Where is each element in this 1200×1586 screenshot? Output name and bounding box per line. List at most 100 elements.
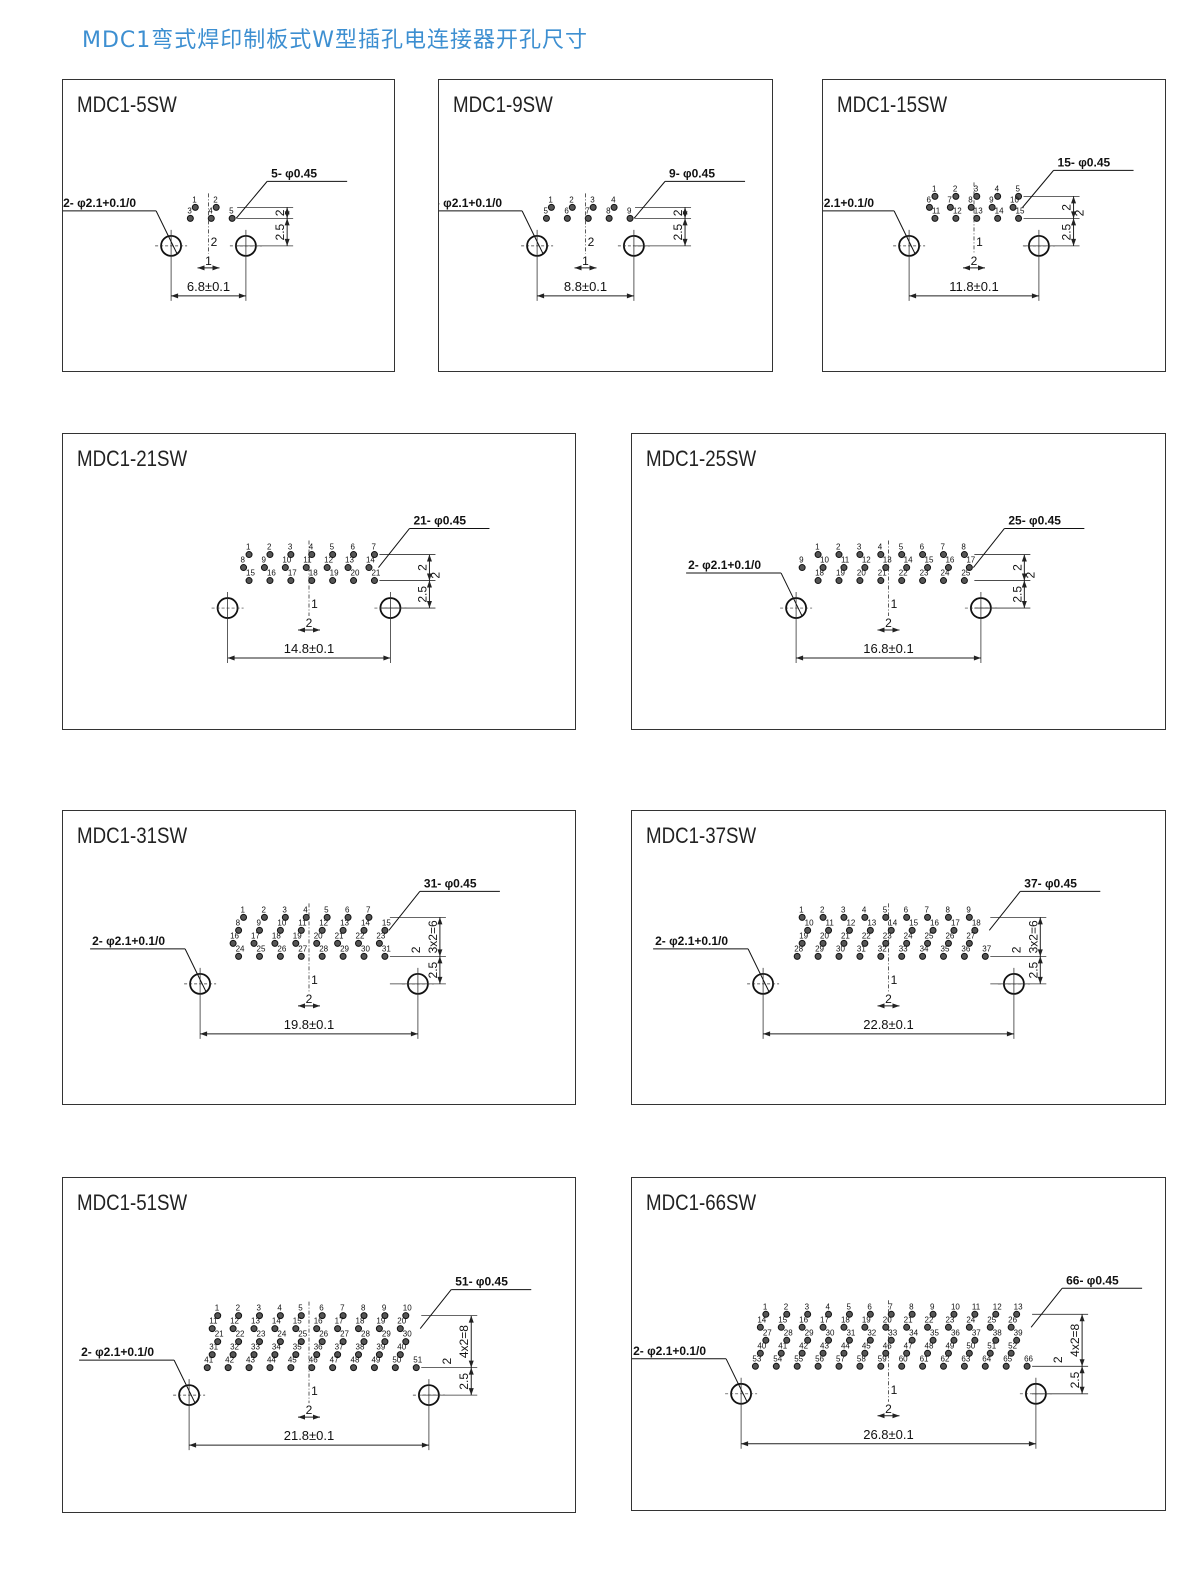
pin-hole [1007,1349,1015,1357]
arrowhead [763,1031,771,1037]
pin-number: 4 [309,543,314,552]
pin-hole [944,1323,952,1331]
pin-hole [344,564,352,572]
panel-title: MDC1-9SW [453,92,553,117]
pin-hole [952,192,960,200]
pin-hole [186,214,194,222]
pin-number: 5 [298,1304,303,1313]
pin-hole [334,1351,342,1359]
pin-hole [339,1312,347,1320]
pin-hole [396,1351,404,1359]
pin-number: 9 [382,1304,387,1313]
pin-hole [950,926,958,934]
arrowhead [1079,1386,1085,1394]
pin-hole [981,952,989,960]
pin-hole [861,1323,869,1331]
pin-number: 4 [995,184,1000,193]
pin-number: 24 [941,569,950,578]
pin-hole-callout: 51- φ0.45 [455,1275,508,1289]
arrowhead [200,1031,208,1037]
pin-hole [350,577,358,585]
width-dimension-label: 22.8±0.1 [863,1017,914,1032]
pin-hole [276,926,284,934]
pin-number: 2 [820,905,825,914]
pin-hole [266,577,274,585]
pin-hole [877,577,885,585]
pin-hole [965,939,973,947]
pin-number: 13 [974,206,983,215]
arrowhead [892,1003,900,1009]
pin-hole [944,1349,952,1357]
pin-hole [318,1338,326,1346]
pin-hole [365,564,373,572]
pin-number: 31 [846,1328,855,1337]
pin-hole [798,939,806,947]
pin-number: 33 [899,944,908,953]
arrowhead [1021,601,1027,609]
pin-number: 23 [257,1330,266,1339]
pin-hole [381,1312,389,1320]
pin-hole [334,939,342,947]
pin-hole [1015,192,1023,200]
pin-hole [302,564,310,572]
pin-number: 46 [883,1341,892,1350]
arrowhead [284,211,290,219]
pin-hole-callout: 25- φ0.45 [1008,514,1061,528]
pin-hole [329,1364,337,1372]
arrowhead [437,976,443,984]
pin-number: 49 [371,1356,380,1365]
pin-hole [323,913,331,921]
pin-number: 13 [251,1317,260,1326]
pin-hole [814,577,822,585]
pin-number: 19 [293,931,302,940]
pin-hole [1007,1323,1015,1331]
pin-number: 21 [904,1315,913,1324]
arrowhead [1028,1441,1036,1447]
pin-number: 30 [361,944,370,953]
pin-number: 32 [878,944,887,953]
pin-hole [924,564,932,572]
pin-number: 10 [282,556,291,565]
pin-number: 3 [590,195,595,204]
pin-hole [756,1323,764,1331]
pin-number: 13 [867,918,876,927]
pin-hole [402,1312,410,1320]
pin-number: 43 [246,1356,255,1365]
pin-hole [547,203,555,211]
pin-number: 11 [298,918,307,927]
pin-number: 34 [920,944,929,953]
pin-number: 7 [947,195,952,204]
pitch-dimension-label: 1 [891,1383,898,1397]
pin-number: 15 [293,1317,302,1326]
pin-number: 12 [324,556,333,565]
pitch-dimension-label: 1 [891,973,898,987]
vertical-dimension-label: 3x2=6 [1026,920,1040,953]
pin-hole [903,564,911,572]
pin-hole [542,214,550,222]
arrowhead [1037,976,1043,984]
pin-hole [931,214,939,222]
pin-hole-callout: 37- φ0.45 [1024,876,1077,890]
arrowhead [877,1413,885,1419]
pin-hole [840,1349,848,1357]
pin-number: 16 [267,569,276,578]
pin-hole-callout: 15- φ0.45 [1058,155,1111,169]
pin-number: 26 [277,944,286,953]
pin-number: 17 [820,1315,829,1324]
pin-number: 11 [932,206,941,215]
pin-hole [1015,214,1023,222]
pin-hole [971,926,979,934]
pin-number: 1 [215,1304,220,1313]
pin-hole [814,1362,822,1370]
pin-hole [835,952,843,960]
pin-number: 12 [862,556,871,565]
pin-hole [866,926,874,934]
arrowhead [468,1315,474,1323]
pin-number: 30 [836,944,845,953]
arrowhead [298,627,305,633]
